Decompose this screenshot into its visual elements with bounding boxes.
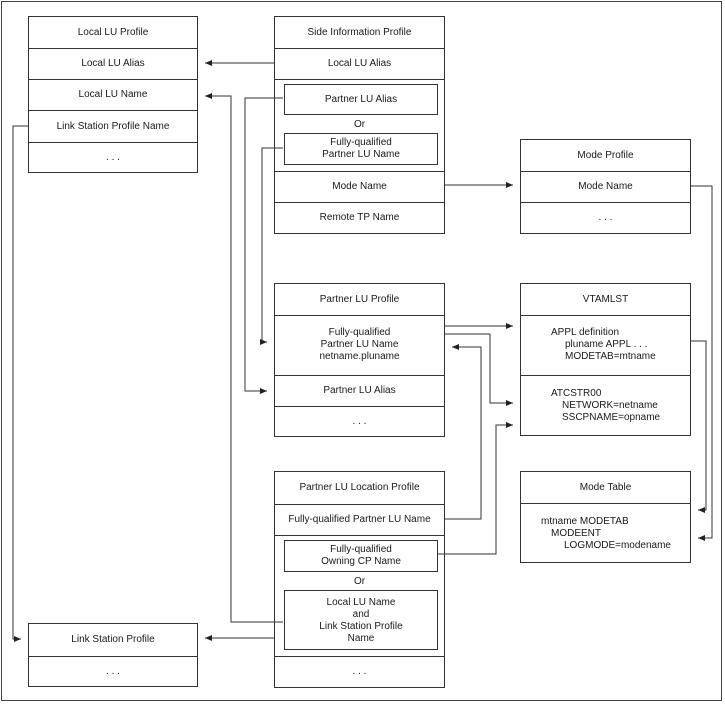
- vtamlst-atc-line2: NETWORK=netname: [562, 400, 658, 411]
- arrow-fq-partner-lu-name: [260, 147, 283, 345]
- local-lu-profile-local-lu-alias: Local LU Alias: [29, 48, 197, 79]
- mode-profile-more: . . .: [521, 202, 690, 233]
- plu-location-title: Partner LU Location Profile: [299, 482, 420, 493]
- partner-lu-profile-more: . . .: [275, 406, 444, 436]
- vtamlst-appl-line3: MODETAB=mtname: [565, 351, 656, 362]
- link-station-profile-more: . . .: [29, 656, 197, 686]
- vtamlst-appl-line2: pluname APPL . . .: [565, 339, 648, 350]
- vtamlst-appl-definition: [521, 315, 690, 375]
- arrow-mode-profile-to-mode-table: [691, 185, 713, 541]
- arrow-to-atcstr00: [445, 333, 513, 406]
- mode-profile: Mode Profile Mode Name . . .: [520, 139, 691, 234]
- side-info-mode-name: Mode Name: [275, 171, 444, 202]
- arrow-modetab-to-mode-table: [691, 340, 707, 513]
- side-info-title: Side Information Profile: [307, 26, 412, 38]
- side-info-partner-lu-group: [275, 79, 444, 171]
- mode-table-line2: MODEENT: [551, 528, 601, 539]
- mode-table-title: Mode Table: [579, 481, 632, 493]
- vtamlst: VTAMLST APPL definition pluname APPL . .…: [520, 283, 691, 436]
- arrow-local-lu-name: [205, 93, 283, 623]
- arrow-location-to-partner-lu: [445, 344, 482, 520]
- vtamlst-atcstr00: [521, 375, 690, 435]
- side-information-profile: Side Information Profile Local LU Alias …: [274, 16, 445, 234]
- local-lu-profile-local-lu-name: Local LU Name: [29, 79, 197, 110]
- link-station-profile: Link Station Profile . . .: [28, 623, 198, 687]
- mode-table-body: [521, 503, 690, 562]
- vtamlst-atc-line1: ATCSTR00: [551, 388, 602, 399]
- vtamlst-atc-line3: SSCPNAME=opname: [562, 412, 661, 423]
- side-info-remote-tp-name: Remote TP Name: [275, 202, 444, 233]
- link-station-profile-title: Link Station Profile: [71, 634, 155, 645]
- mode-table-line1: mtname MODETAB: [541, 516, 629, 527]
- mode-profile-mode-name: Mode Name: [521, 171, 690, 202]
- plu-location-fq-partner-lu-name: Fully-qualified Partner LU Name: [275, 504, 444, 535]
- plu-location-more: . . .: [275, 656, 444, 687]
- arrow-link-station-name: [12, 125, 28, 642]
- arrow-partner-lu-alias: [244, 97, 283, 394]
- side-info-or: Or: [353, 119, 366, 130]
- side-info-local-lu-alias: Local LU Alias: [275, 48, 444, 79]
- side-info-partner-lu-alias: Partner LU Alias: [284, 84, 438, 115]
- plu-location-or: Or: [353, 576, 366, 587]
- mode-profile-title: Mode Profile: [577, 149, 634, 161]
- local-lu-profile-title: Local LU Profile: [77, 26, 149, 38]
- partner-lu-profile-partner-lu-alias: Partner LU Alias: [275, 375, 444, 406]
- mode-table-line3: LOGMODE=modename: [564, 540, 671, 551]
- local-lu-profile: Local LU Profile Local LU Alias Local LU…: [28, 16, 198, 173]
- vtamlst-appl-line1: APPL definition: [551, 327, 620, 338]
- vtamlst-title: VTAMLST: [582, 293, 629, 305]
- local-lu-profile-more: . . .: [29, 142, 197, 173]
- mode-table: Mode Table mtname MODETAB MODEENT LOGMOD…: [520, 471, 691, 563]
- partner-lu-profile-title: Partner LU Profile: [319, 293, 400, 305]
- partner-lu-location-profile: Partner LU Location Profile Fully-qualif…: [274, 471, 445, 688]
- local-lu-profile-link-station-profile-name: Link Station Profile Name: [29, 110, 197, 142]
- plu-location-owner-group: [275, 535, 444, 656]
- arrow-owning-cp-to-atcstr00: [437, 422, 513, 555]
